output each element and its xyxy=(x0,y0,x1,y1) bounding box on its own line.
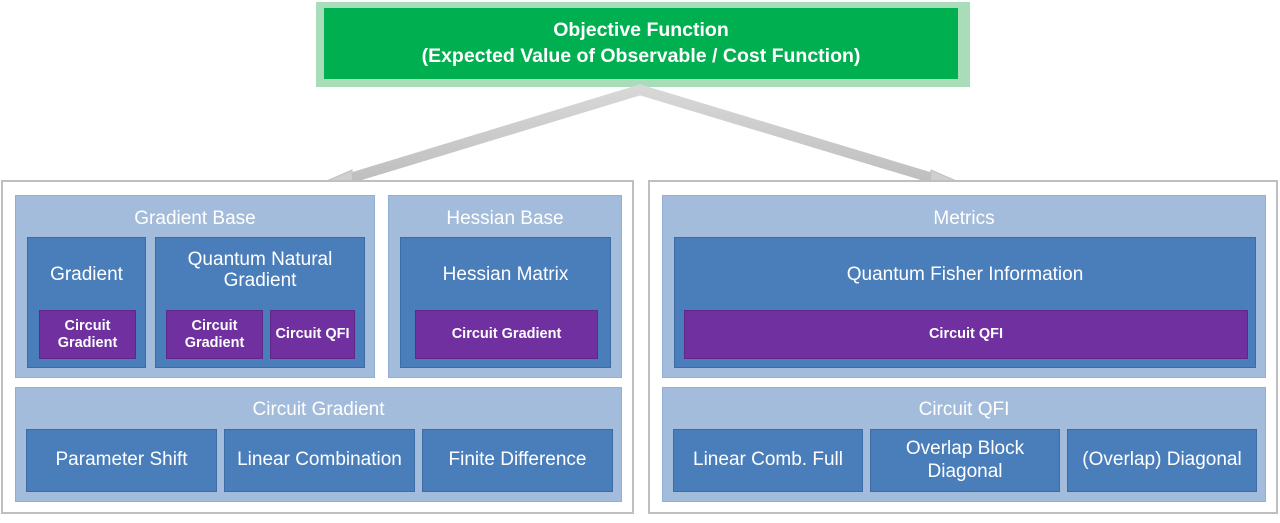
panel-metrics: Metrics Quantum Fisher Information Circu… xyxy=(648,180,1278,514)
objective-function-frame: Objective Function (Expected Value of Ob… xyxy=(316,2,970,87)
term-linear-comb-full-label: Linear Comb. Full xyxy=(693,449,843,471)
term-finite-difference[interactable]: Finite Difference xyxy=(422,429,613,492)
term-overlap-block-diagonal-label: Overlap Block Diagonal xyxy=(905,438,1025,482)
leaf-circuit-gradient-qng[interactable]: Circuit Gradient xyxy=(166,310,263,359)
leaf-circuit-gradient[interactable]: Circuit Gradient xyxy=(39,310,136,359)
group-metrics-title: Metrics xyxy=(933,208,995,229)
term-linear-combination[interactable]: Linear Combination xyxy=(224,429,415,492)
term-overlap-diagonal-label: (Overlap) Diagonal xyxy=(1082,449,1242,471)
group-circuit-gradient[interactable]: Circuit Gradient Parameter Shift Linear … xyxy=(15,387,622,502)
objective-function-line1: Objective Function xyxy=(553,18,729,41)
panel-gradients: Gradient Base Gradient Circuit Gradient … xyxy=(1,180,634,514)
leaf-circuit-qfi-qng[interactable]: Circuit QFI xyxy=(270,310,355,359)
term-overlap-diagonal[interactable]: (Overlap) Diagonal xyxy=(1067,429,1257,492)
group-metrics[interactable]: Metrics Quantum Fisher Information Circu… xyxy=(662,195,1266,378)
sub-quantum-fisher-information[interactable]: Quantum Fisher Information Circuit QFI xyxy=(674,237,1256,368)
group-circuit-qfi[interactable]: Circuit QFI Linear Comb. Full Overlap Bl… xyxy=(662,387,1266,502)
group-circuit-qfi-title: Circuit QFI xyxy=(918,399,1010,420)
sub-hessian-matrix[interactable]: Hessian Matrix Circuit Gradient xyxy=(400,237,611,368)
leaf-circuit-qfi-label: Circuit QFI xyxy=(928,326,1004,343)
leaf-circuit-gradient-qng-label: Circuit Gradient xyxy=(184,317,245,351)
sub-gradient[interactable]: Gradient Circuit Gradient xyxy=(27,237,146,368)
sub-hessian-matrix-title: Hessian Matrix xyxy=(442,264,569,285)
sub-quantum-natural-gradient[interactable]: Quantum Natural Gradient Circuit Gradien… xyxy=(155,237,365,368)
objective-function-text: Objective Function (Expected Value of Ob… xyxy=(422,18,861,69)
term-linear-comb-full[interactable]: Linear Comb. Full xyxy=(673,429,863,492)
arrow-to-right-panel-icon xyxy=(632,84,963,192)
objective-function-box[interactable]: Objective Function (Expected Value of Ob… xyxy=(324,8,958,79)
term-finite-difference-label: Finite Difference xyxy=(448,449,587,471)
leaf-circuit-gradient-hessian[interactable]: Circuit Gradient xyxy=(415,310,598,359)
leaf-circuit-gradient-label: Circuit Gradient xyxy=(57,317,118,351)
leaf-circuit-gradient-hessian-label: Circuit Gradient xyxy=(451,326,562,343)
leaf-circuit-qfi[interactable]: Circuit QFI xyxy=(684,310,1248,359)
objective-function-line2: (Expected Value of Observable / Cost Fun… xyxy=(421,44,861,67)
sub-quantum-natural-gradient-title: Quantum Natural Gradient xyxy=(187,249,333,292)
group-hessian-base[interactable]: Hessian Base Hessian Matrix Circuit Grad… xyxy=(388,195,622,378)
group-gradient-base-title: Gradient Base xyxy=(134,208,256,229)
term-overlap-block-diagonal[interactable]: Overlap Block Diagonal xyxy=(870,429,1060,492)
term-linear-combination-label: Linear Combination xyxy=(237,449,402,471)
group-circuit-gradient-title: Circuit Gradient xyxy=(252,399,385,420)
term-parameter-shift-label: Parameter Shift xyxy=(55,449,188,471)
sub-gradient-title: Gradient xyxy=(50,264,123,285)
leaf-circuit-qfi-qng-label: Circuit QFI xyxy=(275,326,350,343)
term-parameter-shift[interactable]: Parameter Shift xyxy=(26,429,217,492)
group-gradient-base[interactable]: Gradient Base Gradient Circuit Gradient … xyxy=(15,195,375,378)
sub-quantum-fisher-information-title: Quantum Fisher Information xyxy=(846,264,1084,285)
arrow-to-left-panel-icon xyxy=(320,84,648,192)
group-hessian-base-title: Hessian Base xyxy=(446,208,564,229)
